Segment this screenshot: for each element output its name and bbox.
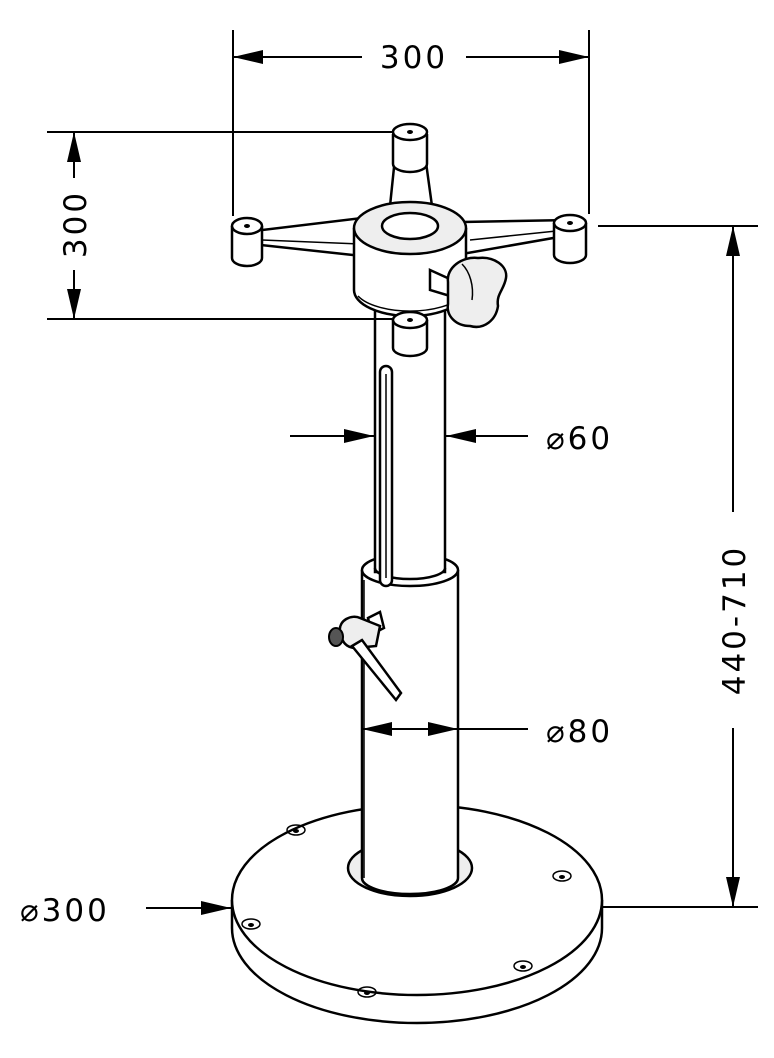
spider-peg-front (391, 310, 429, 358)
dimension-label-base: ⌀300 (20, 893, 110, 929)
dimension-label-top-width: 300 (380, 40, 448, 76)
locking-knob (428, 256, 508, 329)
lower-tube (360, 552, 460, 896)
dimension-top-depth: 300 (47, 131, 394, 320)
dimension-label-upper-tube: ⌀60 (546, 421, 613, 457)
dimension-upper-tube: ⌀60 (290, 421, 613, 457)
spider-peg-back (391, 122, 429, 174)
spider-peg-right (552, 213, 588, 265)
dimension-label-height: 440-710 (717, 545, 753, 696)
dimension-top-width: 300 (232, 30, 590, 216)
spider-peg-left (230, 216, 264, 268)
dimension-height: 440-710 (598, 225, 758, 908)
clamp-lever (328, 610, 403, 703)
dimension-base: ⌀300 (20, 893, 231, 929)
top-spider (230, 122, 588, 358)
base-mounting-holes (241, 824, 572, 998)
dimension-lower-tube: ⌀80 (362, 714, 613, 750)
dimension-label-top-depth: 300 (58, 190, 94, 258)
dimension-label-lower-tube: ⌀80 (546, 714, 613, 750)
